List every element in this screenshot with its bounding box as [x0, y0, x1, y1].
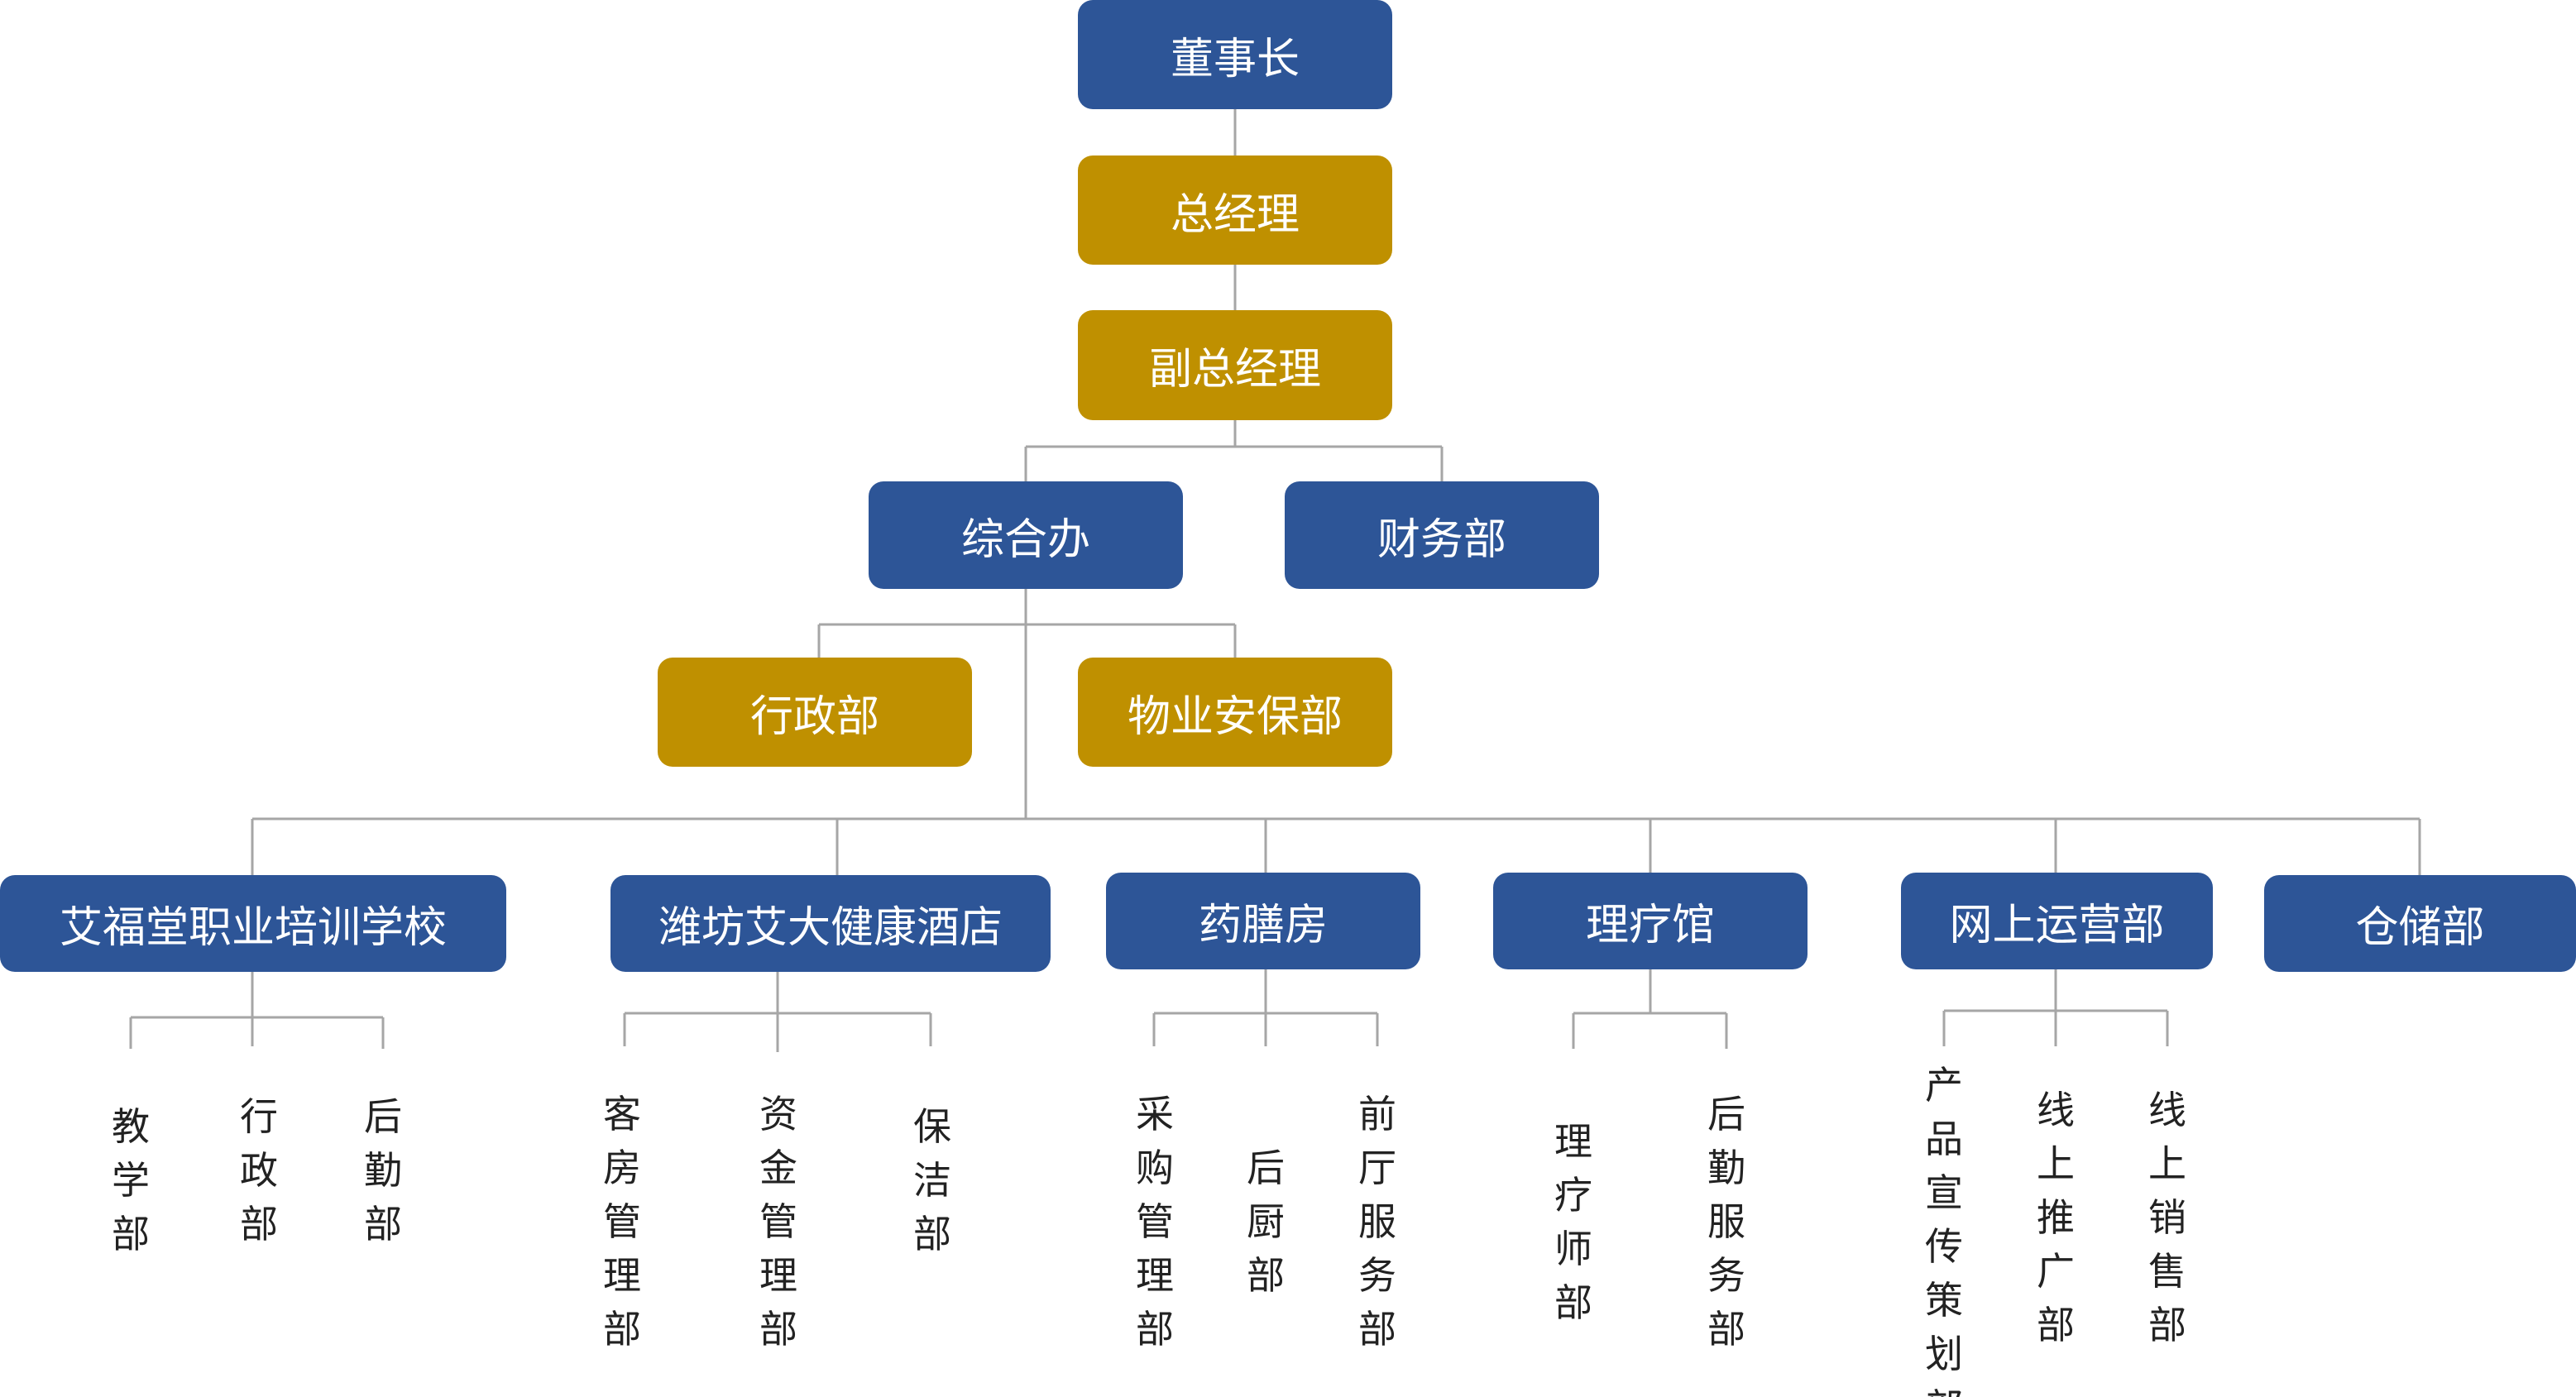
sub-dept-online-sales: 线上销售部: [2148, 1088, 2186, 1347]
herbal-kitchen-node: 药膳房: [1106, 873, 1420, 969]
sub-dept-school-admin: 行政部: [240, 1094, 278, 1246]
online-operations-node: 网上运营部: [1901, 873, 2213, 969]
health-hotel-node: 潍坊艾大健康酒店: [610, 875, 1051, 972]
training-school-node: 艾福堂职业培训学校: [0, 875, 506, 972]
warehouse-node: 仓储部: [2264, 875, 2576, 972]
property-security-dept-node: 物业安保部: [1078, 658, 1392, 767]
chairman-node: 董事长: [1078, 0, 1392, 109]
sub-dept-cleaning: 保洁部: [913, 1104, 951, 1256]
sub-dept-therapists: 理疗师部: [1554, 1119, 1592, 1325]
deputy-general-manager-node: 副总经理: [1078, 310, 1392, 420]
therapy-center-node: 理疗馆: [1493, 873, 1808, 969]
sub-dept-online-promotion: 线上推广部: [2037, 1088, 2075, 1347]
sub-dept-fund-management: 资金管理部: [759, 1092, 797, 1352]
general-manager-node: 总经理: [1078, 155, 1392, 265]
sub-dept-front-hall-service: 前厅服务部: [1358, 1092, 1396, 1352]
sub-dept-back-kitchen: 后厨部: [1247, 1146, 1285, 1298]
sub-dept-teaching: 教学部: [112, 1104, 150, 1256]
sub-dept-purchasing: 采购管理部: [1136, 1092, 1174, 1352]
general-office-node: 综合办: [869, 481, 1183, 589]
sub-dept-guest-rooms: 客房管理部: [603, 1092, 641, 1352]
sub-dept-logistics-service: 后勤服务部: [1707, 1092, 1745, 1352]
admin-dept-node: 行政部: [658, 658, 972, 767]
sub-dept-product-promotion-planning: 产品宣传策划部: [1925, 1063, 1963, 1397]
finance-dept-node: 财务部: [1285, 481, 1599, 589]
sub-dept-school-logistics: 后勤部: [364, 1094, 402, 1246]
